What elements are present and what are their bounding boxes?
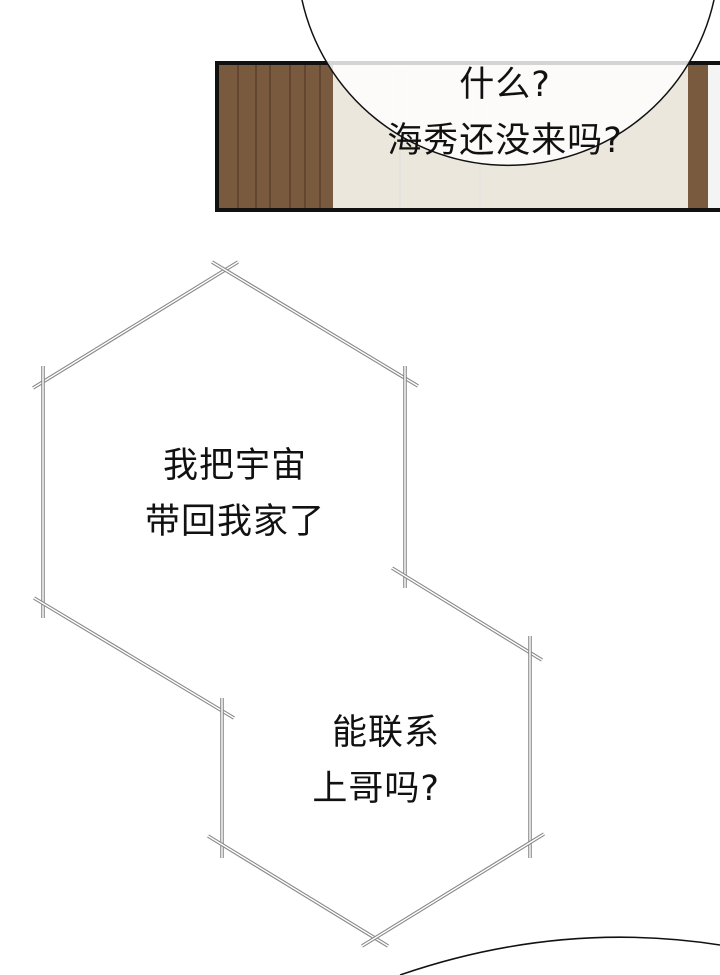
text-line: 什么? — [459, 65, 551, 105]
text-line: 上哥吗? — [312, 769, 440, 809]
hexagon-edge — [207, 835, 389, 947]
hexagon-edge — [361, 833, 545, 947]
speech-bubble-top — [302, 0, 714, 166]
hexagon-edge — [33, 597, 235, 719]
hex-lower-text: 能联系 上哥吗? — [240, 705, 440, 817]
text-line: 带回我家了 — [144, 502, 325, 542]
speech-bubble-bottom — [400, 937, 720, 975]
hexagon-thought-bubbles — [32, 260, 545, 948]
hex-upper-text: 我把宇宙 带回我家了 — [90, 438, 380, 550]
text-line: 我把宇宙 — [162, 446, 307, 486]
wooden-door — [218, 64, 333, 209]
hexagon-edge — [211, 261, 419, 387]
top-bubble-text: 什么? 海秀还没来吗? — [300, 57, 710, 169]
speech-bubble-bottom-outline — [399, 936, 720, 975]
text-line: 海秀还没来吗? — [387, 121, 623, 161]
hexagon-edge — [391, 567, 543, 661]
hexagon-edge — [32, 261, 239, 389]
wood-frame-right — [688, 64, 708, 209]
text-line: 能联系 — [331, 713, 440, 753]
speech-bubble-top-outline — [301, 0, 715, 167]
